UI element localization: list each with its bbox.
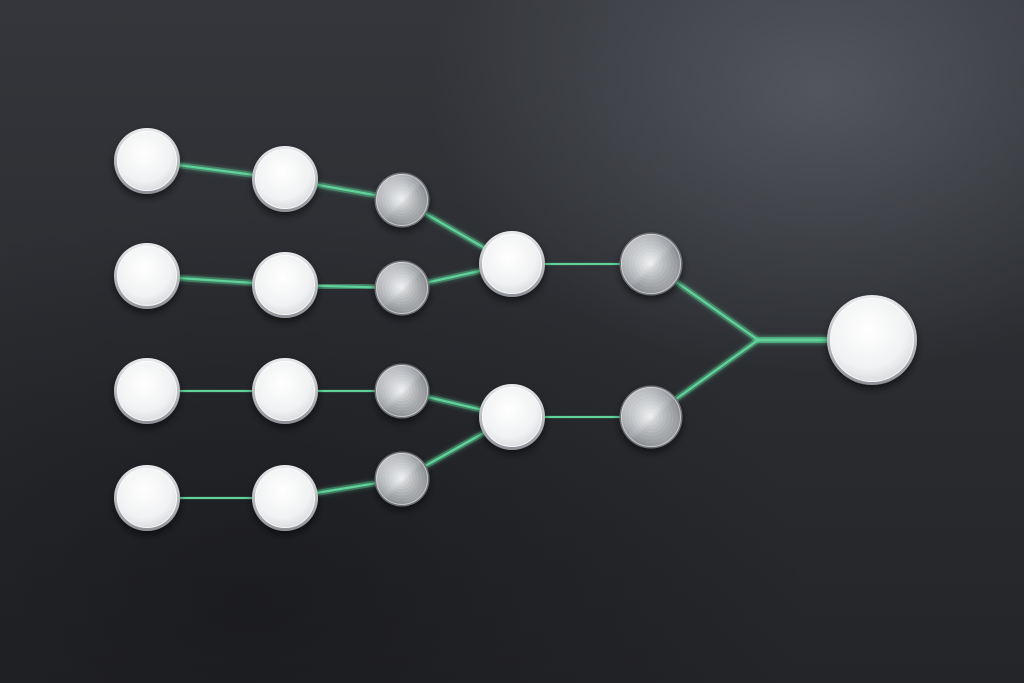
node-k2	[619, 385, 683, 449]
node-h1	[252, 146, 318, 212]
node-in1	[114, 128, 180, 194]
node-j1	[479, 231, 545, 297]
node-k1	[619, 232, 683, 296]
node-out	[827, 295, 917, 385]
node-h4	[252, 465, 318, 531]
node-m4	[374, 451, 430, 507]
node-h2	[252, 252, 318, 318]
node-m1	[374, 172, 430, 228]
nodes-layer	[114, 128, 917, 531]
node-h3	[252, 358, 318, 424]
node-j2	[479, 384, 545, 450]
node-in3	[114, 358, 180, 424]
node-m3	[374, 363, 430, 419]
node-in4	[114, 465, 180, 531]
node-in2	[114, 243, 180, 309]
node-m2	[374, 260, 430, 316]
